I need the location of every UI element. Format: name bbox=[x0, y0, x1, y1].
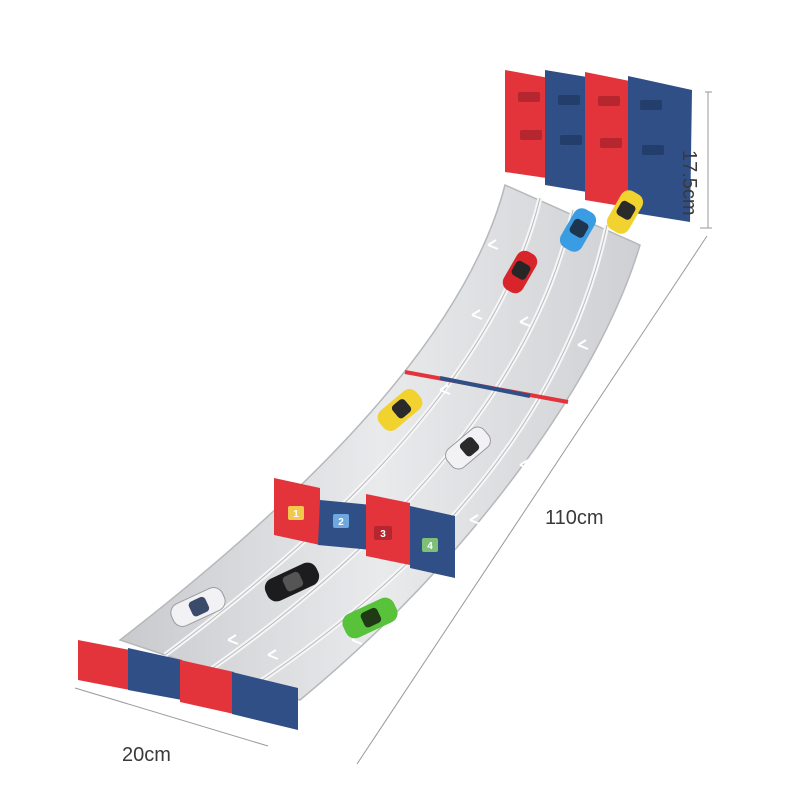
mid-crossbar bbox=[404, 370, 569, 404]
cars bbox=[170, 190, 644, 639]
height-dimension-label: 17.5cm bbox=[678, 150, 700, 216]
car-white-low bbox=[170, 587, 226, 627]
gate-1-number: 1 bbox=[293, 509, 299, 520]
gate-3 bbox=[366, 494, 410, 565]
lane-chevrons bbox=[227, 239, 589, 660]
gate-2-number: 2 bbox=[338, 517, 344, 528]
gate-3-number: 3 bbox=[380, 529, 386, 540]
car-red bbox=[502, 250, 538, 294]
car-black bbox=[264, 562, 320, 602]
gate-2 bbox=[318, 500, 372, 550]
car-blue bbox=[559, 208, 597, 252]
car-yellow-top bbox=[606, 190, 644, 234]
width-dimension-label: 20cm bbox=[122, 744, 171, 766]
finish-gates bbox=[274, 478, 455, 578]
car-yellow-mid bbox=[377, 389, 423, 431]
car-white-mid bbox=[445, 426, 491, 470]
gate-4-number: 4 bbox=[427, 541, 433, 552]
start-gate bbox=[505, 70, 692, 222]
gate-1 bbox=[274, 478, 320, 545]
gate-4 bbox=[410, 506, 455, 578]
car-green bbox=[342, 597, 398, 639]
track-surface bbox=[118, 183, 641, 701]
track-base bbox=[78, 640, 298, 730]
length-dimension-label: 110cm bbox=[545, 507, 604, 529]
dimension-lines bbox=[74, 91, 712, 765]
